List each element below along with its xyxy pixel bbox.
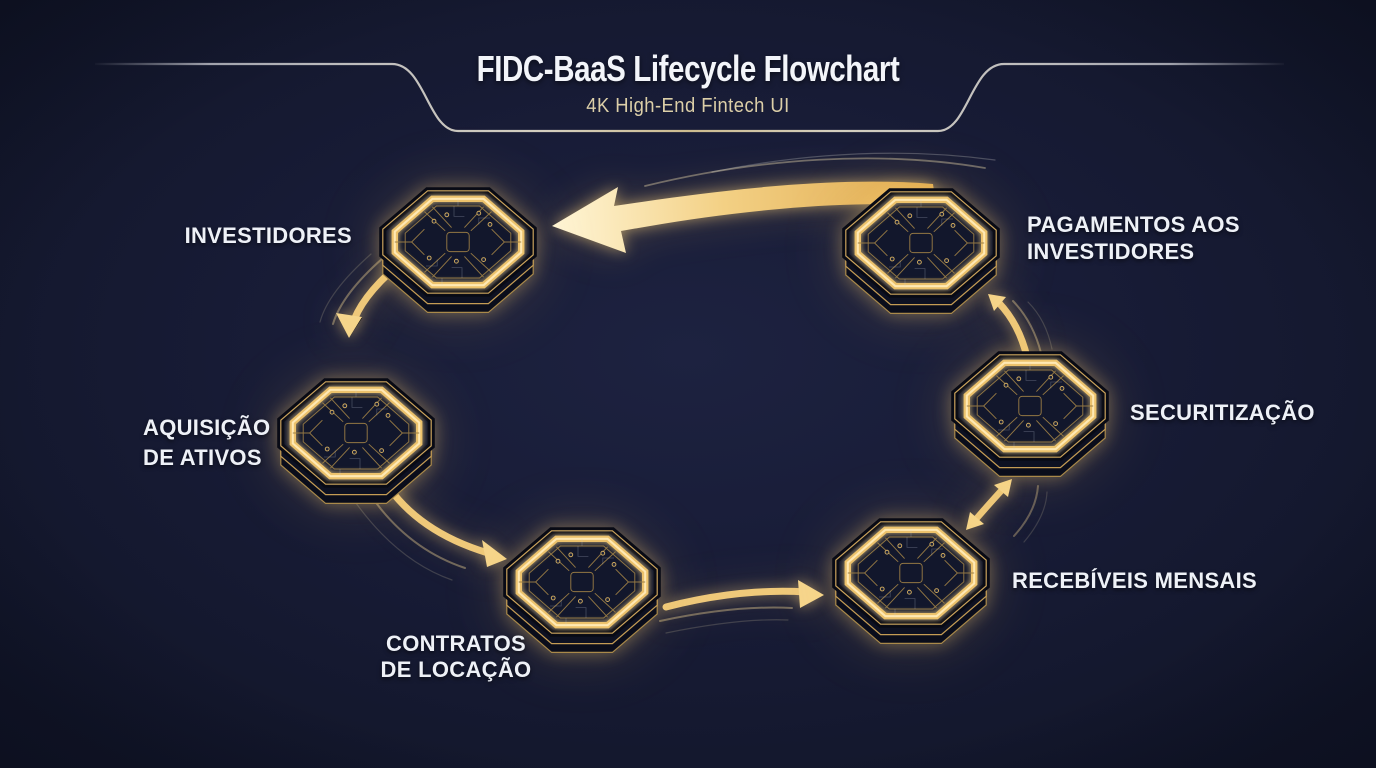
swoosh-ur-1 <box>1012 300 1042 354</box>
label-pagamentos-aos-investidores: PAGAMENTOS AOS INVESTIDORES <box>1027 211 1240 265</box>
label-investidores-line1: INVESTIDORES <box>184 223 352 248</box>
header: FIDC-BaaS Lifecycle Flowchart 4K High-En… <box>0 0 1376 170</box>
swoosh-ur-2 <box>1027 301 1053 350</box>
label-pagamentos-line1: PAGAMENTOS AOS <box>1027 212 1240 237</box>
label-investidores: INVESTIDORES <box>152 222 352 249</box>
label-securitizacao-line1: SECURITIZAÇÃO <box>1130 400 1315 425</box>
node-chip-investidores[interactable] <box>378 186 538 318</box>
label-recebiveis-mensais: RECEBÍVEIS MENSAIS <box>1012 567 1257 594</box>
label-contratos-line2: DE LOCAÇÃO <box>380 657 532 682</box>
arrow-recebiveis-securitizacao-bidirectional <box>966 479 1012 530</box>
swoosh-left-1 <box>332 257 384 325</box>
page-subtitle: 4K High-End Fintech UI <box>586 95 790 117</box>
label-aquisicao-de-ativos: AQUISIÇÃO DE ATIVOS <box>143 413 270 473</box>
header-frame-line <box>95 62 1284 133</box>
page-title: FIDC-BaaS Lifecycle Flowchart <box>476 48 900 89</box>
swoosh-top-2 <box>711 152 996 173</box>
swoosh-bottom-2 <box>665 619 789 634</box>
label-contratos-line1: CONTRATOS <box>386 631 526 656</box>
swoosh-right-1 <box>1013 485 1039 537</box>
node-chip-pagamentos-aos-investidores[interactable] <box>841 187 1001 319</box>
arrow-pagamentos-to-investidores <box>552 181 936 253</box>
label-aquisicao-line1: AQUISIÇÃO <box>143 415 271 440</box>
label-recebiveis-line1: RECEBÍVEIS MENSAIS <box>1012 568 1258 593</box>
label-contratos-de-locacao: CONTRATOS DE LOCAÇÃO <box>356 631 556 683</box>
swoosh-right-2 <box>1023 491 1048 543</box>
label-aquisicao-line2: DE ATIVOS <box>143 445 262 470</box>
arrow-contratos-to-recebiveis <box>662 580 824 611</box>
label-securitizacao: SECURITIZAÇÃO <box>1130 399 1315 426</box>
swoosh-top-1 <box>644 157 986 187</box>
swoosh-bottom-1 <box>659 606 793 622</box>
node-chip-securitizacao[interactable] <box>950 350 1110 482</box>
node-chip-aquisicao-de-ativos[interactable] <box>276 377 436 509</box>
swoosh-bl-2 <box>350 495 453 581</box>
swoosh-left-2 <box>319 253 372 323</box>
node-chip-recebiveis-mensais[interactable] <box>831 517 991 649</box>
label-pagamentos-line2: INVESTIDORES <box>1027 239 1195 264</box>
